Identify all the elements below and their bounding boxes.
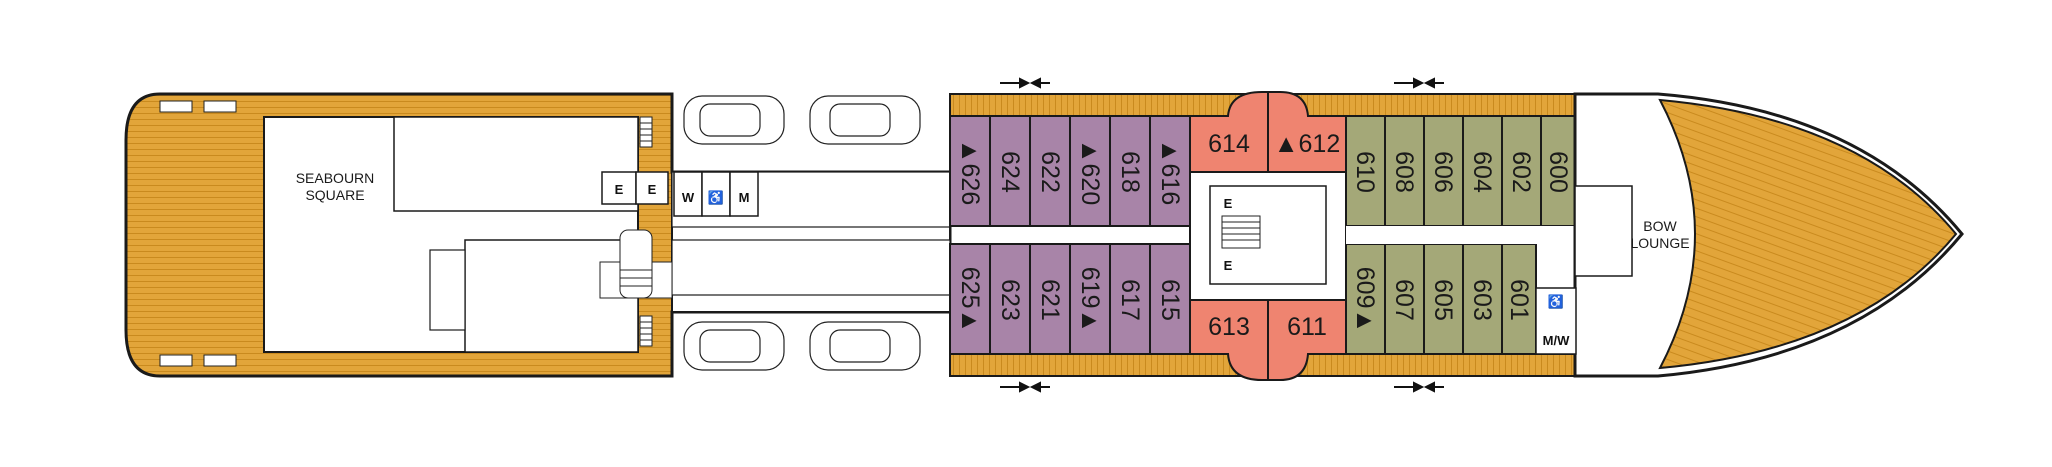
bow-lounge-label-1: BOW [1643,218,1677,234]
green-suites-port [1345,115,1576,227]
label-613: 613 [1208,313,1250,341]
cabin-corridor [1346,226,1575,244]
purple-suites-starboard [949,243,1191,355]
suite-labels: ▲626 624 622 ▲620 618 ▲616 614 ▲612 610 … [956,130,1572,341]
bow-deck [1658,98,1958,370]
suite-624[interactable] [989,115,1031,227]
label-604: 604 [1468,151,1496,193]
women-restroom-label: W [682,190,695,205]
sun-loungers [159,100,237,367]
suite-604[interactable] [1462,115,1503,227]
label-625: 625▲ [956,267,984,333]
label-622: 622 [1036,151,1064,193]
suite-619[interactable] [1069,243,1111,355]
label-608: 608 [1390,151,1418,193]
suite-626[interactable] [949,115,991,227]
label-600: 600 [1544,151,1572,193]
accessible-icon-bow: ♿ [1548,294,1564,309]
seabourn-square-label-2: SQUARE [305,187,364,203]
label-607: 607 [1390,279,1418,321]
unisex-restroom-label: M/W [1543,333,1570,348]
restroom-block [601,171,759,217]
suite-615[interactable] [1149,243,1191,355]
elevator-label-aft-1: E [615,182,624,197]
label-616: ▲616 [1156,139,1184,205]
fire-door-arrows [1000,77,1444,393]
aft-staircase [599,229,673,299]
suite-621[interactable] [1029,243,1071,355]
suite-611[interactable] [1267,299,1347,381]
label-619: 619▲ [1076,267,1104,333]
suite-606[interactable] [1423,115,1464,227]
bow-lounge-label-2: LOUNGE [1630,235,1689,251]
suite-609[interactable] [1345,243,1386,355]
label-623: 623 [996,279,1024,321]
accessible-icon-aft: ♿ [708,190,724,205]
bow-lounge [1574,185,1633,277]
label-620: ▲620 [1076,139,1104,205]
purple-suites-port [949,115,1191,227]
label-612: ▲612 [1274,130,1340,158]
salmon-suites [1189,91,1347,381]
label-617: 617 [1116,279,1144,321]
label-621: 621 [1036,279,1064,321]
men-restroom-label: M [739,190,750,205]
label-610: 610 [1351,151,1379,193]
label-606: 606 [1429,151,1457,193]
seabourn-square-bar [393,116,639,212]
suite-618[interactable] [1109,115,1151,227]
stairs-aft [639,116,653,347]
label-626: ▲626 [956,139,984,205]
corridor-lower [671,239,951,296]
label-624: 624 [996,151,1024,193]
label-601: 601 [1505,279,1533,321]
suite-608[interactable] [1384,115,1425,227]
label-615: 615 [1156,279,1184,321]
bow-restroom [1535,287,1577,355]
elevator-label-aft-2: E [648,182,657,197]
elevator-label-fwd-2: E [1224,258,1233,273]
suite-617[interactable] [1109,243,1151,355]
suite-601[interactable] [1501,243,1537,355]
label-611: 611 [1287,313,1327,341]
label-614: 614 [1208,130,1250,158]
suite-616[interactable] [1149,115,1191,227]
elevator-label-fwd-1: E [1224,196,1233,211]
suite-613[interactable] [1189,299,1269,381]
tender-boats [683,95,921,371]
label-609: 609▲ [1351,267,1379,333]
label-605: 605 [1429,279,1457,321]
forward-staircase [1221,215,1261,249]
label-602: 602 [1507,151,1535,193]
label-603: 603 [1468,279,1496,321]
suite-625[interactable] [949,243,991,355]
seabourn-square-label-1: SEABOURN [296,170,375,186]
suite-622[interactable] [1029,115,1071,227]
label-618: 618 [1116,151,1144,193]
seabourn-square-alcove [429,249,466,331]
suite-605[interactable] [1423,243,1464,355]
